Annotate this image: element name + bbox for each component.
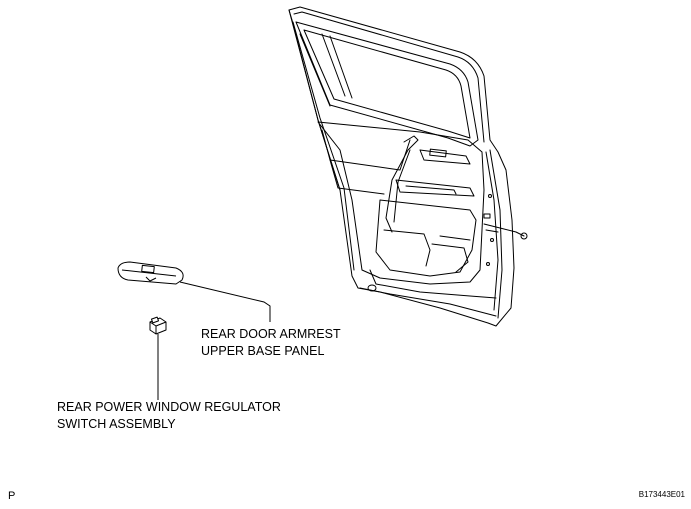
armrest-label-line-1: REAR DOOR ARMREST bbox=[201, 327, 341, 341]
armrest-label: REAR DOOR ARMREST UPPER BASE PANEL bbox=[201, 326, 341, 360]
rear-door-icon bbox=[289, 7, 528, 326]
armrest-leader-line bbox=[180, 282, 270, 322]
leader-lines bbox=[158, 282, 270, 400]
corner-code: P bbox=[8, 490, 16, 502]
figure-id: B173443E01 bbox=[638, 490, 685, 499]
switch-label: REAR POWER WINDOW REGULATOR SWITCH ASSEM… bbox=[57, 399, 281, 433]
armrest-label-line-2: UPPER BASE PANEL bbox=[201, 344, 325, 358]
power-window-switch-icon bbox=[150, 317, 166, 334]
armrest-upper-base-panel-icon bbox=[118, 262, 183, 284]
switch-label-line-2: SWITCH ASSEMBLY bbox=[57, 417, 176, 431]
switch-label-line-1: REAR POWER WINDOW REGULATOR bbox=[57, 400, 281, 414]
